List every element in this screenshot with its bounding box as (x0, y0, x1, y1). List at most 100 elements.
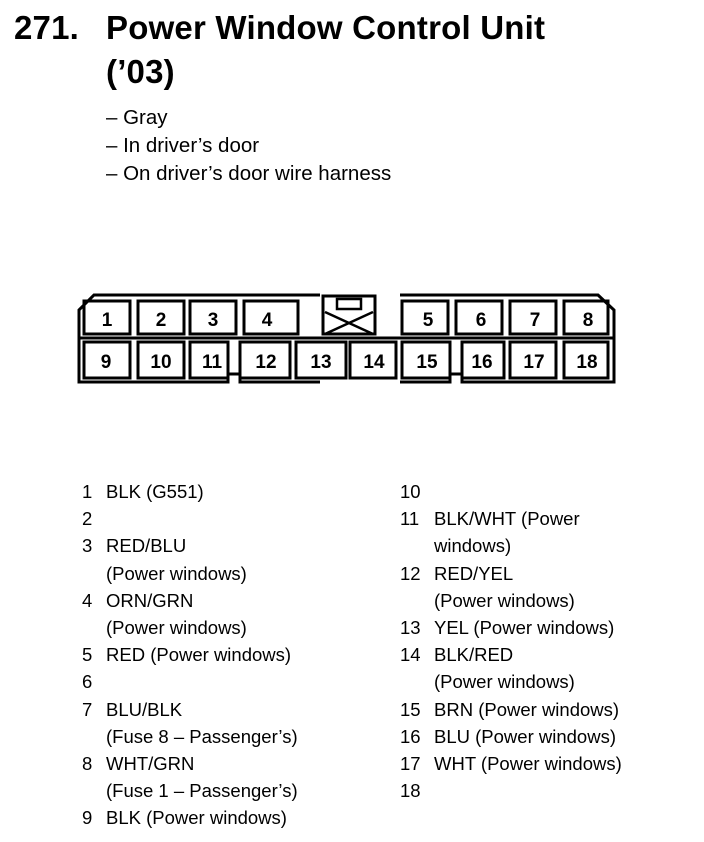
note-location: – In driver’s door (106, 134, 260, 157)
pin-details: BRN (Power windows) (434, 696, 674, 723)
wire-color: BLK/WHT (Power (434, 508, 580, 530)
pin-number: 2 (82, 508, 93, 530)
pin-details: RED/YEL (Power windows) (434, 560, 674, 614)
pin-number: 10 (400, 481, 421, 502)
pin-entry: 14 BLK/RED (Power windows) (400, 641, 674, 695)
pin-details: BLU/BLK (Fuse 8 – Passenger’s) (106, 696, 346, 750)
pin-details: BLK/RED (Power windows) (434, 641, 674, 695)
pin-entry: 15 BRN (Power windows) (400, 696, 674, 723)
pin-entry: 8 WHT/GRN (Fuse 1 – Passenger’s) (82, 750, 346, 804)
pin-label: 16 (471, 352, 492, 373)
pin-label: 5 (423, 310, 434, 331)
latch-icon (321, 294, 377, 336)
pin-details: BLK (Power windows) (106, 804, 346, 831)
pin-entry: 7 BLU/BLK (Fuse 8 – Passenger’s) (82, 696, 346, 750)
pin-label: 3 (208, 310, 219, 331)
pin-label: 10 (150, 352, 171, 373)
wire-circuit: (Fuse 8 – Passenger’s) (106, 725, 298, 747)
pin-details: BLU (Power windows) (434, 723, 674, 750)
wire-color: WHT/GRN (106, 753, 195, 775)
wire-color: RED/BLU (106, 535, 187, 557)
pin-entry: 3 RED/BLU (Power windows) (82, 532, 346, 586)
pin-number: 17 (400, 753, 421, 775)
wire-color: RED/YEL (434, 562, 514, 584)
pin-number: 16 (400, 725, 421, 747)
pin-number: 12 (400, 562, 421, 584)
pin-entry: 10 (400, 478, 674, 505)
pin-entry: 2 (82, 505, 346, 532)
connector-notes: – Gray – In driver’s door – On driver’s … (106, 104, 391, 188)
pin-entry: 4 ORN/GRN (Power windows) (82, 587, 346, 641)
pin-details: BLK (G551) (106, 478, 346, 505)
pin-details: YEL (Power windows) (434, 614, 674, 641)
pin-label: 17 (523, 352, 544, 373)
pin-label: 7 (530, 310, 541, 331)
pin-entry: 5 RED (Power windows) (82, 641, 346, 668)
pin-number: 11 (400, 508, 420, 530)
pin-label: 8 (583, 310, 594, 331)
wire-color: RED (Power windows) (106, 644, 292, 666)
pin-number: 15 (400, 698, 421, 720)
pin-list-right: 10 11 BLK/WHT (Power windows) 12 RED/YEL (Po… (400, 478, 674, 804)
pin-number: 14 (400, 644, 421, 666)
pin-label: 2 (156, 310, 167, 331)
pin-number: 9 (82, 807, 93, 829)
pin-number: 18 (400, 780, 421, 802)
title-line-2: (’03) (106, 53, 175, 90)
pin-entry: 1 BLK (G551) (82, 478, 346, 505)
pin-details (106, 505, 346, 532)
wire-circuit: (Power windows) (434, 671, 575, 693)
wire-color: BLK (G551) (106, 481, 204, 502)
wire-color: BLK/RED (434, 644, 514, 666)
pin-number: 4 (82, 589, 93, 611)
wire-color: BRN (Power windows) (434, 698, 620, 720)
pin-number: 5 (82, 644, 93, 666)
wire-color: BLK (Power windows) (106, 807, 287, 829)
pin-entry: 6 (82, 668, 346, 695)
pin-details: BLK/WHT (Power windows) (434, 505, 674, 559)
pin-label: 13 (310, 352, 331, 373)
section-number: 271. (14, 9, 80, 46)
wire-circuit: windows) (434, 535, 512, 557)
pin-details (434, 478, 674, 505)
pin-number: 13 (400, 617, 421, 639)
page-title: 271. Power Window Control Unit (’03) (14, 6, 545, 94)
pin-entry: 12 RED/YEL (Power windows) (400, 560, 674, 614)
pin-entry: 13 YEL (Power windows) (400, 614, 674, 641)
pin-number: 8 (82, 753, 93, 775)
pin-label: 14 (363, 352, 385, 373)
wire-color: ORN/GRN (106, 589, 194, 611)
title-line-1: Power Window Control Unit (106, 9, 546, 46)
pin-number: 1 (82, 481, 93, 502)
pin-entry: 17 WHT (Power windows) (400, 750, 674, 777)
pin-number: 6 (82, 671, 93, 693)
pin-details: RED (Power windows) (106, 641, 346, 668)
wire-circuit: (Power windows) (434, 589, 575, 611)
wire-circuit: (Power windows) (106, 562, 247, 584)
pin-label: 6 (476, 310, 487, 331)
pin-label: 18 (576, 352, 597, 373)
pin-entry: 16 BLU (Power windows) (400, 723, 674, 750)
pin-label: 1 (102, 310, 113, 331)
note-harness: – On driver’s door wire harness (106, 162, 392, 185)
wire-color: BLU (Power windows) (434, 725, 616, 747)
pin-details: WHT (Power windows) (434, 750, 674, 777)
wire-color: WHT (Power windows) (434, 753, 622, 775)
note-color: – Gray (106, 106, 168, 129)
pin-details (106, 668, 346, 695)
wire-color: BLU/BLK (106, 698, 183, 720)
pin-entry: 9 BLK (Power windows) (82, 804, 346, 831)
pin-label: 4 (262, 310, 273, 331)
pin-details: WHT/GRN (Fuse 1 – Passenger’s) (106, 750, 346, 804)
wire-circuit: (Fuse 1 – Passenger’s) (106, 780, 298, 802)
wire-circuit: (Power windows) (106, 617, 247, 639)
pin-label: 15 (416, 352, 438, 373)
pin-details: RED/BLU (Power windows) (106, 532, 346, 586)
pin-number: 3 (82, 535, 93, 557)
pin-label: 11 (202, 352, 223, 373)
wire-color: YEL (Power windows) (434, 617, 615, 639)
pin-label: 12 (255, 352, 276, 373)
pin-number: 7 (82, 698, 93, 720)
pin-details: ORN/GRN (Power windows) (106, 587, 346, 641)
